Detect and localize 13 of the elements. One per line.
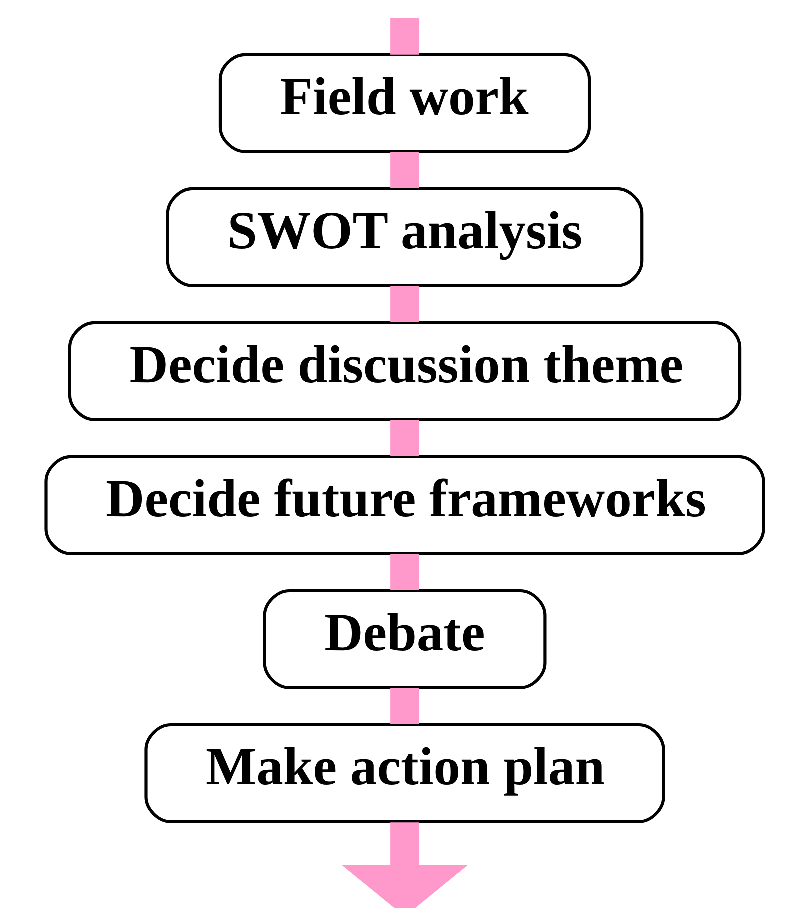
- connector: [390, 688, 420, 724]
- connector: [390, 554, 420, 590]
- connector: [390, 152, 420, 188]
- node-box: Make action plan: [144, 723, 666, 824]
- connector: [390, 286, 420, 322]
- connector: [390, 420, 420, 456]
- connector: [390, 18, 420, 55]
- node-box: Debate: [263, 589, 547, 690]
- node-box: Field work: [218, 53, 592, 154]
- arrow: [342, 822, 468, 908]
- node-box: Decide discussion theme: [68, 321, 742, 422]
- node-box: SWOT analysis: [166, 187, 644, 288]
- node-box: Decide future frameworks: [44, 455, 766, 556]
